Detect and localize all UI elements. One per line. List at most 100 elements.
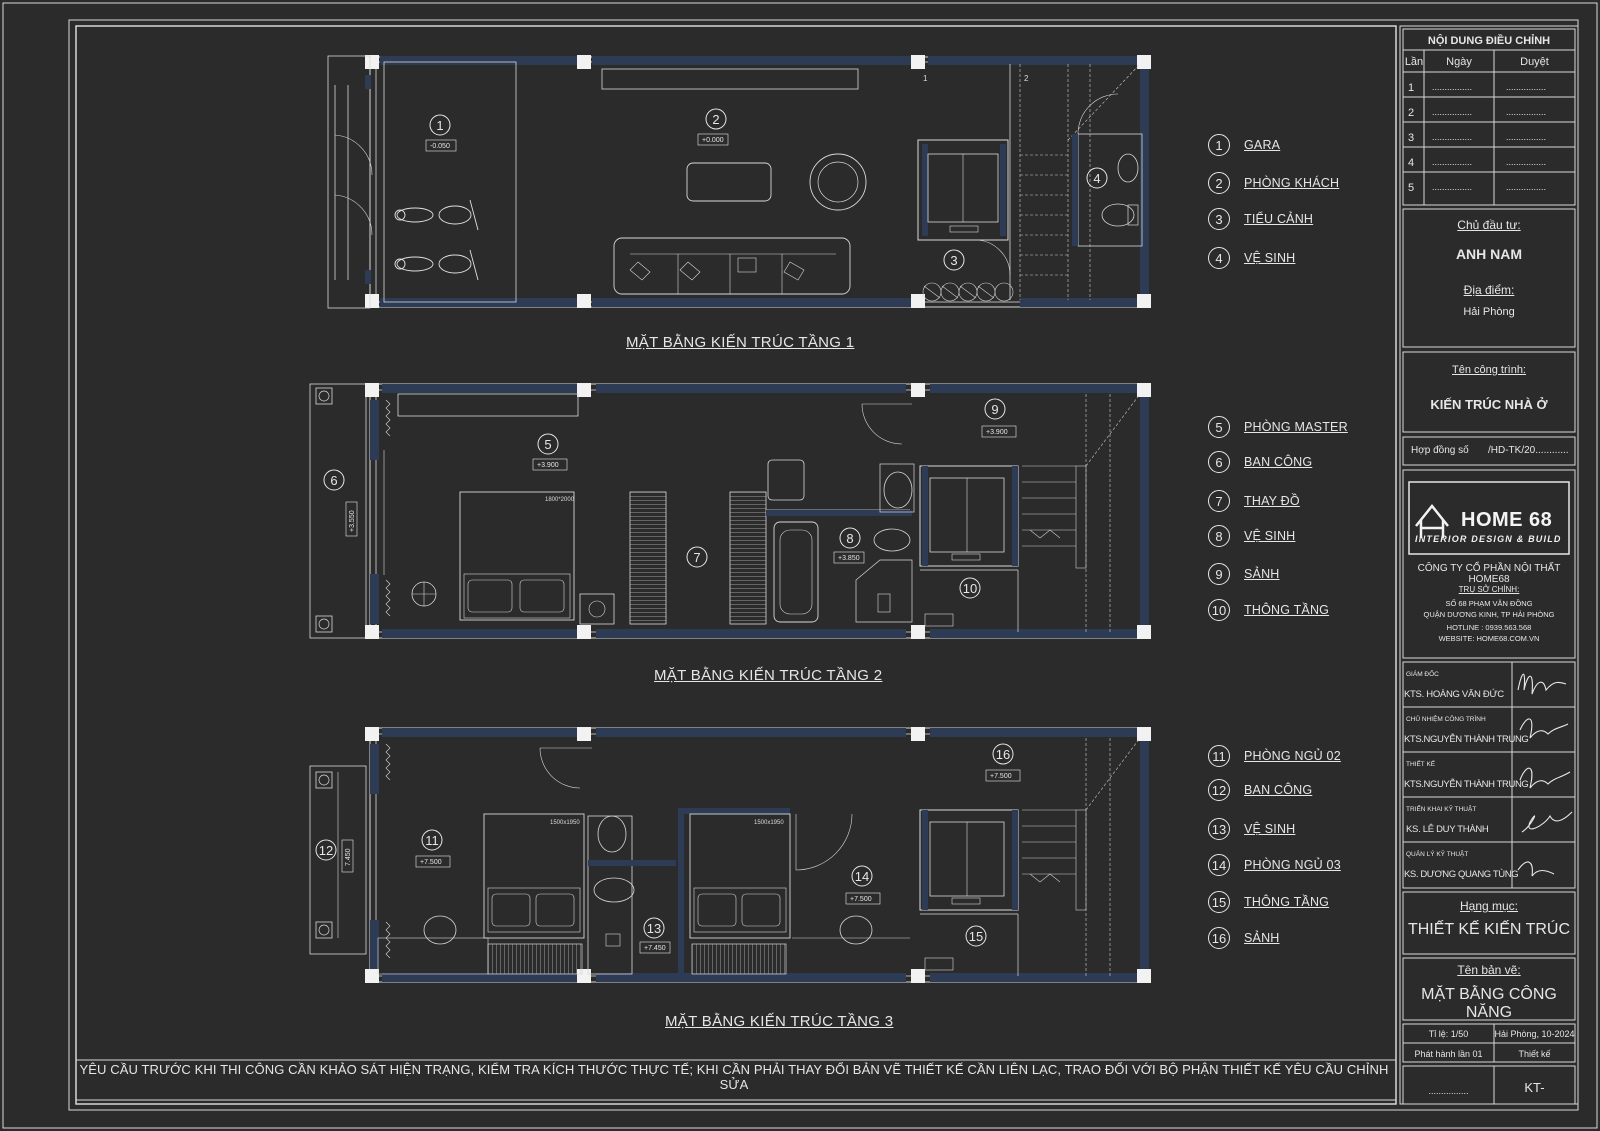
location-label: Địa điểm: — [1463, 283, 1515, 297]
contract-number: /HD-TK/20............ — [1488, 445, 1569, 456]
svg-text:+3.900: +3.900 — [986, 429, 1008, 436]
issue-date: Hải Phòng, 10-2024 — [1494, 1029, 1575, 1039]
logo-frame — [1408, 481, 1570, 555]
svg-text:1: 1 — [436, 118, 443, 133]
revision-dots: ................ — [1432, 107, 1473, 117]
svg-text:6: 6 — [330, 473, 337, 488]
svg-text:14: 14 — [855, 869, 869, 884]
role-person: KTS. HOÀNG VĂN ĐỨC — [1404, 689, 1504, 700]
design-stage: Thiết kế — [1518, 1049, 1551, 1059]
svg-text:3: 3 — [950, 253, 957, 268]
role-person: KTS.NGUYỄN THÀNH TRUNG — [1404, 779, 1529, 790]
project-label: Tên công trình: — [1452, 364, 1526, 376]
role-person: KS. LÊ DUY THÀNH — [1406, 824, 1489, 835]
revision-row-num: 1 — [1408, 82, 1415, 94]
project-name: KIẾN TRÚC NHÀ Ở — [1430, 397, 1548, 412]
level-tags: -0.050 +0.000 +3.900 +3.550 +3.850 +3.90… — [341, 133, 1021, 954]
revision-row-num: 2 — [1408, 107, 1415, 119]
sheet-code: KT- — [1524, 1080, 1545, 1095]
svg-text:5: 5 — [544, 437, 551, 452]
col-ngay: Ngày — [1446, 56, 1472, 68]
svg-text:13: 13 — [647, 921, 661, 936]
svg-text:8: 8 — [846, 531, 853, 546]
svg-text:+7.450: +7.450 — [644, 945, 666, 952]
issue-number: Phát hành lần 01 — [1414, 1049, 1483, 1059]
svg-text:+7.500: +7.500 — [990, 773, 1012, 780]
revision-row-num: 4 — [1408, 157, 1415, 169]
drawing-name: MẶT BẰNG CÔNG NĂNG — [1421, 986, 1557, 1021]
svg-text:15: 15 — [969, 929, 983, 944]
revision-dots: ................ — [1506, 107, 1547, 117]
svg-text:11: 11 — [425, 833, 439, 848]
revision-dots: ................ — [1506, 132, 1547, 142]
svg-text:12: 12 — [319, 843, 333, 858]
svg-text:7: 7 — [693, 550, 700, 565]
revision-dots: ................ — [1432, 132, 1473, 142]
svg-text:+0.000: +0.000 — [702, 137, 724, 144]
floor-3-plan: 1500x1950 1500x1950 — [309, 727, 1151, 983]
sheet-number-dots: ................ — [1428, 1086, 1469, 1096]
svg-text:+3.850: +3.850 — [838, 555, 860, 562]
revision-header: NỘI DUNG ĐIỀU CHỈNH — [1427, 35, 1551, 47]
svg-text:+7.500: +7.500 — [420, 859, 442, 866]
revision-dots: ................ — [1506, 182, 1547, 192]
revision-row-num: 3 — [1408, 132, 1415, 144]
logo-subtitle: INTERIOR DESIGN & BUILD — [1415, 534, 1562, 544]
svg-text:9: 9 — [991, 402, 998, 417]
svg-text:1500x1950: 1500x1950 — [754, 820, 784, 826]
role-title: TRIỂN KHAI KỸ THUẬT — [1406, 806, 1477, 813]
svg-text:2: 2 — [712, 112, 719, 127]
role-title: THIẾT KẾ — [1406, 761, 1436, 768]
role-person: KTS.NGUYỄN THÀNH TRUNG — [1404, 734, 1529, 745]
home-logo-icon — [1415, 503, 1449, 538]
contract-label: Hợp đồng số — [1411, 445, 1469, 456]
revision-dots: ................ — [1432, 82, 1473, 92]
category-value: THIẾT KẾ KIẾN TRÚC — [1407, 921, 1571, 938]
revision-dots: ................ — [1506, 157, 1547, 167]
role-title: GIÁM ĐỐC — [1406, 671, 1439, 678]
svg-text:+7.500: +7.500 — [850, 896, 872, 903]
hq-label: TRỤ SỞ CHÍNH: — [1458, 585, 1520, 594]
role-person: KS. DƯƠNG QUANG TÙNG — [1404, 869, 1519, 880]
svg-text:+3.900: +3.900 — [537, 462, 559, 469]
location-value: Hải Phòng — [1463, 306, 1515, 318]
col-duyet: Duyệt — [1520, 56, 1549, 68]
svg-text:7.450: 7.450 — [345, 848, 352, 866]
logo-text: HOME 68 — [1461, 509, 1553, 531]
floor-1-plan: 2 1 — [327, 55, 1151, 309]
website: WEBSITE: HOME68.COM.VN — [1438, 634, 1540, 643]
investor-name: ANH NAM — [1455, 246, 1523, 262]
role-title: QUẢN LÝ KỸ THUẬT — [1406, 851, 1469, 858]
revision-dots: ................ — [1432, 157, 1473, 167]
revision-dots: ................ — [1432, 182, 1473, 192]
svg-text:16: 16 — [996, 747, 1010, 762]
title-block-frame — [1399, 25, 1579, 1105]
drawing-label: Tên bản vẽ: — [1457, 963, 1521, 977]
svg-text:+3.550: +3.550 — [349, 510, 356, 532]
svg-text:1500x1950: 1500x1950 — [550, 820, 580, 826]
floor-2-plan: 1800*2000 — [309, 383, 1151, 639]
svg-text:-0.050: -0.050 — [430, 143, 450, 150]
floor-2-title: MẶT BẰNG KIẾN TRÚC TẦNG 2 — [654, 667, 883, 684]
address-line-1: SỐ 68 PHẠM VĂN ĐỒNG — [1445, 599, 1533, 608]
company-name: CÔNG TY CỔ PHẦN NỘI THẤT HOME68 — [1417, 563, 1561, 585]
category-label: Hạng mục: — [1459, 899, 1519, 913]
svg-text:2: 2 — [1024, 74, 1029, 83]
construction-note: YÊU CẦU TRƯỚC KHI THI CÔNG CẦN KHẢO SÁT … — [79, 1062, 1389, 1092]
svg-text:1800*2000: 1800*2000 — [545, 497, 575, 503]
col-lan: Lần — [1404, 56, 1424, 68]
